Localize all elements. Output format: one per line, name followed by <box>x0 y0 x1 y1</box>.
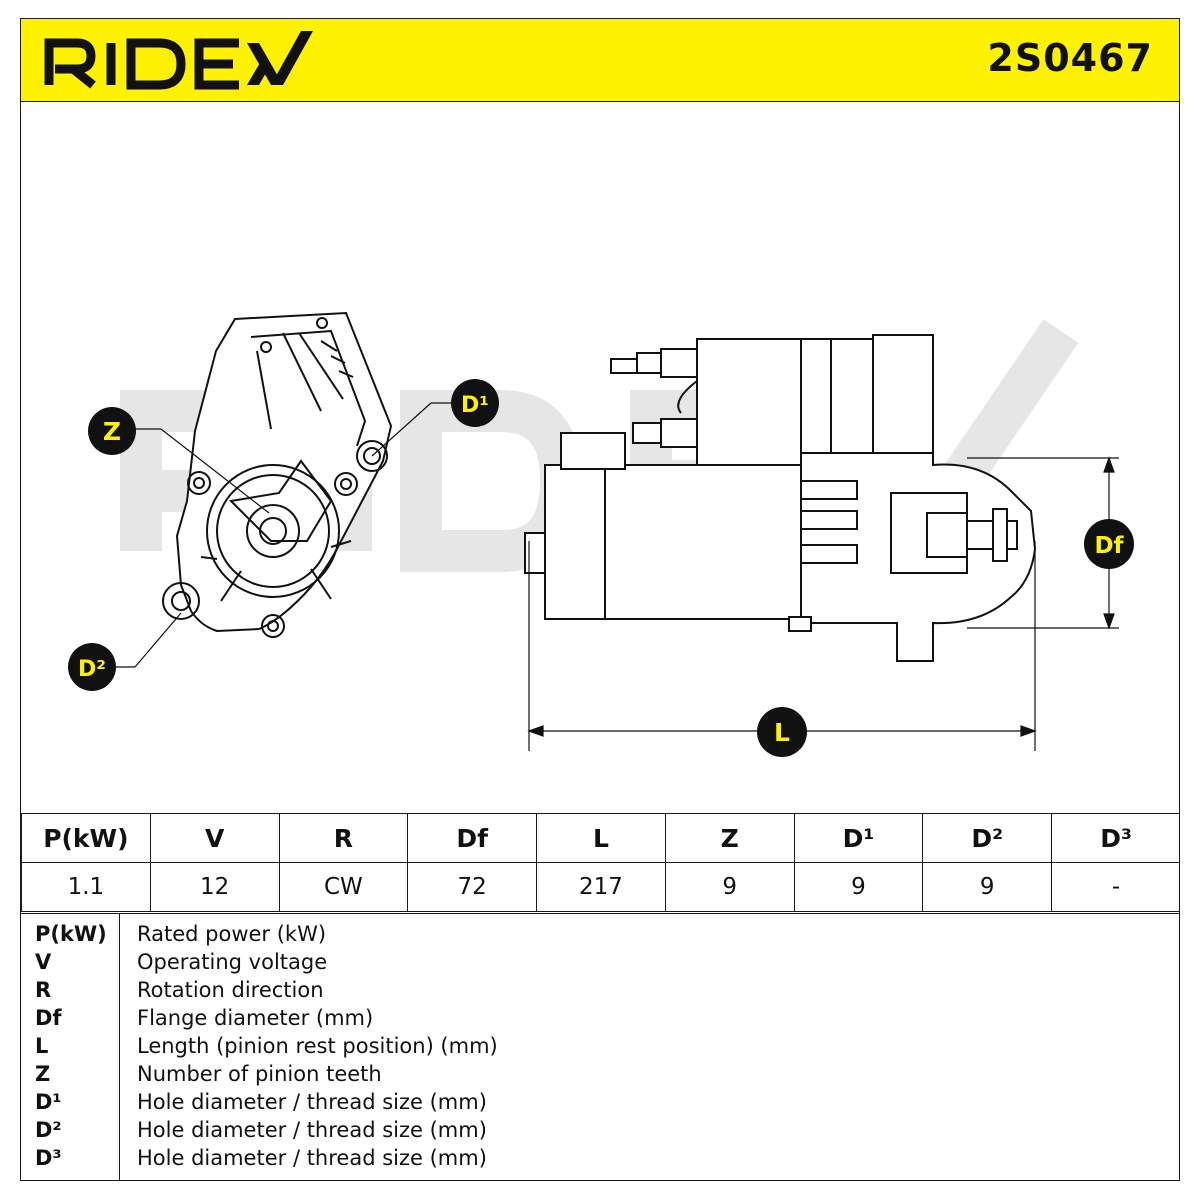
callout-d2-label: D² <box>78 657 106 682</box>
spec-value-d2: 9 <box>922 862 1053 912</box>
legend-row: D¹ Hole diameter / thread size (mm) <box>21 1088 1179 1116</box>
spec-header-length: L <box>536 813 666 863</box>
legend-description: Hole diameter / thread size (mm) <box>137 1146 487 1170</box>
starter-motor-drawing: Z D¹ D² Df L <box>68 311 1134 757</box>
ridex-logo-mark <box>44 31 313 90</box>
spec-value-power: 1.1 <box>21 862 151 912</box>
spec-value-teeth: 9 <box>664 862 795 912</box>
callout-d1: D¹ <box>451 379 499 427</box>
spec-value-rotation: CW <box>278 862 409 912</box>
callout-l-label: L <box>774 718 790 747</box>
spec-header-power: P(kW) <box>21 813 151 863</box>
legend-divider <box>119 914 120 1180</box>
callout-df-label: Df <box>1094 533 1124 559</box>
spec-header-d2: D² <box>922 813 1053 863</box>
spec-value-flange: 72 <box>407 862 538 912</box>
legend-description: Flange diameter (mm) <box>137 1006 374 1030</box>
legend-description: Operating voltage <box>137 950 328 974</box>
legend-symbol: Df <box>35 1006 62 1030</box>
legend-description: Number of pinion teeth <box>137 1062 382 1086</box>
spec-value-d1: 9 <box>793 862 924 912</box>
legend-description: Rotation direction <box>137 978 324 1002</box>
callout-l: L <box>757 707 807 757</box>
spec-header-flange: Df <box>407 813 538 863</box>
legend-symbol: D³ <box>35 1146 62 1170</box>
legend-row: V Operating voltage <box>21 948 1179 976</box>
spec-value-row: 1.1 12 CW 72 217 9 9 9 - <box>21 862 1179 912</box>
legend-row: D² Hole diameter / thread size (mm) <box>21 1116 1179 1144</box>
legend-symbol: Z <box>35 1062 51 1086</box>
header-bar: 2S0467 <box>21 19 1179 102</box>
legend-symbol: D¹ <box>35 1090 62 1114</box>
front-view <box>162 311 393 638</box>
side-view <box>524 334 1037 662</box>
callout-z-label: Z <box>103 417 121 446</box>
spec-header-row: P(kW) V R Df L Z D¹ D² D³ <box>21 813 1179 863</box>
callout-z: Z <box>88 407 136 455</box>
technical-drawing: Z D¹ D² Df L <box>21 101 1179 813</box>
legend-description: Hole diameter / thread size (mm) <box>137 1118 487 1142</box>
spec-value-length: 217 <box>536 862 666 912</box>
spec-header-teeth: Z <box>664 813 795 863</box>
callout-df: Df <box>1084 519 1134 569</box>
spec-value-d3: - <box>1051 862 1179 912</box>
legend-symbol: V <box>35 950 52 974</box>
legend-row: Df Flange diameter (mm) <box>21 1004 1179 1032</box>
legend-symbol: P(kW) <box>35 922 107 946</box>
spec-header-d1: D¹ <box>793 813 924 863</box>
legend-description: Length (pinion rest position) (mm) <box>137 1034 498 1058</box>
spec-header-d3: D³ <box>1051 813 1179 863</box>
legend-symbol: R <box>35 978 52 1002</box>
part-number: 2S0467 <box>987 36 1153 80</box>
ridex-logo <box>43 25 313 99</box>
legend-description: Rated power (kW) <box>137 922 327 946</box>
legend-row: R Rotation direction <box>21 976 1179 1004</box>
spec-header-voltage: V <box>149 813 280 863</box>
legend-row: P(kW) Rated power (kW) <box>21 920 1179 948</box>
callout-d2: D² <box>68 643 116 691</box>
legend-row: L Length (pinion rest position) (mm) <box>21 1032 1179 1060</box>
legend-row: D³ Hole diameter / thread size (mm) <box>21 1144 1179 1172</box>
spec-value-voltage: 12 <box>149 862 280 912</box>
product-sheet: 2S0467 <box>20 18 1180 1181</box>
legend: P(kW) Rated power (kW) V Operating volta… <box>21 913 1179 1180</box>
legend-symbol: D² <box>35 1118 62 1142</box>
legend-row: Z Number of pinion teeth <box>21 1060 1179 1088</box>
legend-description: Hole diameter / thread size (mm) <box>137 1090 487 1114</box>
callout-d1-label: D¹ <box>461 393 489 418</box>
spec-header-rotation: R <box>278 813 409 863</box>
legend-symbol: L <box>35 1034 49 1058</box>
spec-table: P(kW) V R Df L Z D¹ D² D³ 1.1 12 CW 72 2… <box>21 813 1179 912</box>
